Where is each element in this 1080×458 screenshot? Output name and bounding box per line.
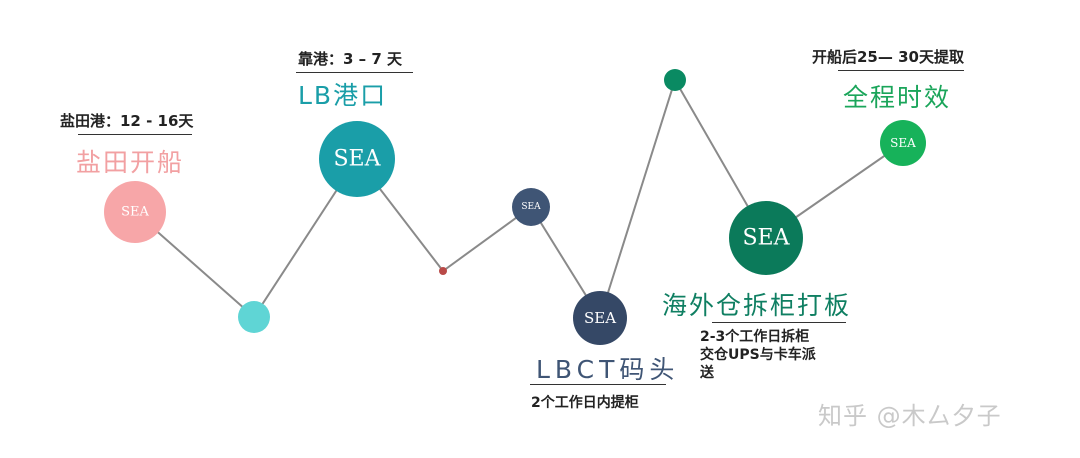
node-warehouse-label: SEA — [742, 226, 790, 251]
warehouse-title: 海外仓拆柜打板 — [662, 291, 852, 320]
warehouse-note-line1: 2-3个工作日拆柜 — [700, 329, 810, 345]
warehouse-note-line2: 交仓UPS与卡车派 — [700, 347, 816, 363]
lb-title: LB港口 — [298, 81, 388, 110]
total-title: 全程时效 — [843, 83, 952, 112]
node-slate-small: SEA — [512, 188, 550, 226]
lb-rule — [296, 72, 413, 73]
zhihu-watermark: 知乎 @木厶夕子 — [818, 402, 1002, 430]
yantian-header: 盐田港：12 - 16天 — [60, 112, 194, 130]
total-header: 开船后25— 30天提取 — [812, 48, 964, 66]
node-lb-port: SEA — [319, 121, 395, 197]
node-warehouse: SEA — [729, 201, 803, 275]
lb-header: 靠港：3 – 7 天 — [298, 50, 403, 68]
node-green-dot — [664, 69, 686, 91]
node-total-label: SEA — [890, 136, 916, 150]
total-rule — [838, 70, 964, 71]
node-yantian-label: SEA — [121, 205, 149, 220]
yantian-rule — [78, 134, 192, 135]
lbct-rule — [530, 384, 666, 385]
warehouse-rule — [712, 322, 846, 323]
yantian-title: 盐田开船 — [76, 148, 185, 177]
lbct-title: LBCT码头 — [536, 355, 680, 384]
node-slate-small-label: SEA — [521, 202, 541, 212]
node-yantian: SEA — [104, 181, 166, 243]
warehouse-note-line3: 送 — [700, 365, 714, 381]
node-red-dot — [439, 267, 447, 275]
node-cyan-dot — [238, 301, 270, 333]
node-lbct: SEA — [573, 291, 627, 345]
lbct-note: 2个工作日内提柜 — [531, 395, 639, 411]
node-total: SEA — [880, 120, 926, 166]
node-lb-port-label: SEA — [333, 147, 381, 172]
node-lbct-label: SEA — [584, 309, 616, 327]
